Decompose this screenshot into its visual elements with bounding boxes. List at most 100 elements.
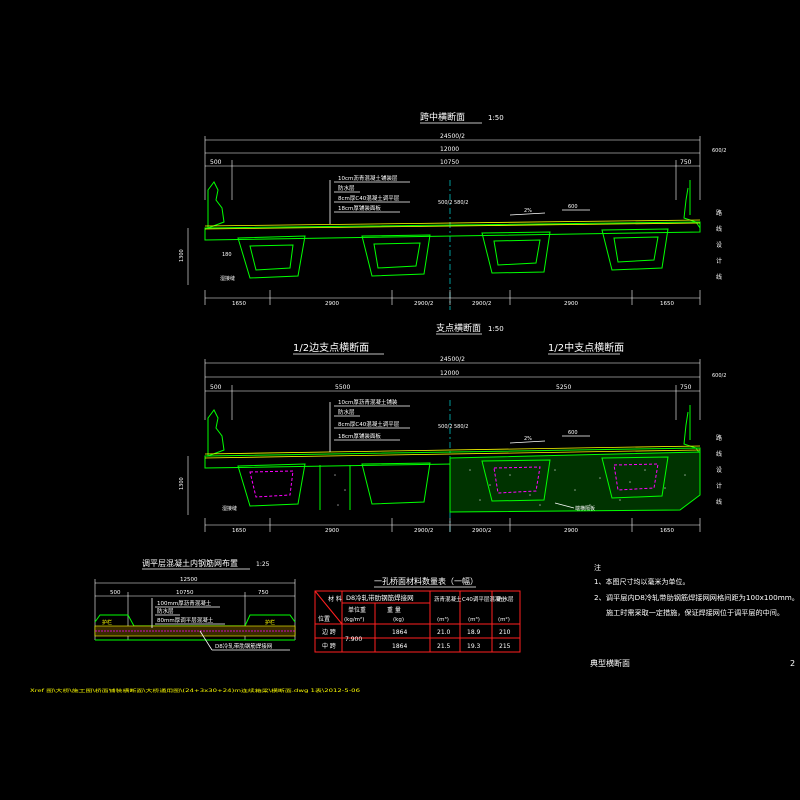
section1-callout-2: 防水层 <box>338 184 355 192</box>
section3-right-dim: 750 <box>258 590 269 596</box>
section1-overall-dim: 12000 <box>440 146 459 153</box>
section3-guard-right: 护栏 <box>265 619 275 626</box>
section3-title: 调平层混凝土内钢筋网布置 <box>142 558 238 568</box>
section1-bottom-dim-1: 1650 <box>232 301 246 307</box>
section1-curb-right-dim: 750 <box>680 159 692 166</box>
table-row1-waterproof: 210 <box>499 629 511 636</box>
section2-left-dim: 5500 <box>335 384 350 391</box>
section1-under-dim: 180 <box>222 252 232 258</box>
notes-item-1: 1、本图尺寸均以毫米为单位。 <box>594 577 689 586</box>
table-col1-header: D8冷轧带肋钢筋焊接网 <box>346 593 414 602</box>
section2-diaphragm-label: 端横隔板 <box>575 505 595 512</box>
table-row1-c40: 18.9 <box>467 629 481 636</box>
table-row2-c40: 19.3 <box>467 643 481 650</box>
section2-right-note-dim: 600/2 <box>712 373 726 379</box>
table-title: 一孔桥面材料数量表（一幅） <box>374 576 478 586</box>
notes-heading: 注 <box>594 563 601 572</box>
table-corner-top: 材 料 <box>328 595 342 603</box>
table-unit-weight: 7.900 <box>345 636 362 643</box>
section2-bottom-dim-1: 1650 <box>232 528 246 534</box>
section2-scale: 1:50 <box>488 325 504 333</box>
section1-cl-offset-dim: 580/2 <box>454 200 468 206</box>
table-row1-weight: 1864 <box>392 629 407 636</box>
section2-bottom-dim-2: 2900 <box>325 528 339 534</box>
table-col1-sub1-unit: (kg/m²) <box>344 616 364 623</box>
section3-callout-2: 防水层 <box>157 607 174 615</box>
section1-right-note-dim: 600/2 <box>712 148 726 154</box>
section2-right-note: 路线设计线 <box>716 434 722 506</box>
section2-sub-left: 1/2边支点横断面 <box>293 341 369 354</box>
table-col4-header: 防水层 <box>497 595 514 603</box>
table-col2-unit: (m³) <box>437 616 449 623</box>
section2-total-dim: 24500/2 <box>440 356 465 363</box>
section3-mid-dim: 10750 <box>176 590 194 596</box>
table-row2-waterproof: 215 <box>499 643 511 650</box>
section2-right-dim: 5250 <box>556 384 571 391</box>
table-col3-unit: (m³) <box>468 616 480 623</box>
table-col1-sub2-unit: (kg) <box>393 617 404 623</box>
section2-height-dim: 1300 <box>179 477 185 490</box>
section2-title: 支点横断面 <box>436 322 481 334</box>
section1-bottom-dim-4: 2900/2 <box>472 301 491 307</box>
section2-center-dim: 500/2 <box>438 424 452 430</box>
material-table: 一孔桥面材料数量表（一幅） 材 料 位置 D8冷轧带肋钢筋焊接网 单位重 (kg… <box>314 576 521 653</box>
table-row1-asphalt: 21.0 <box>437 629 451 636</box>
section1-callout-3: 8cm厚C40混凝土调平层 <box>338 194 400 202</box>
section1-bottom-dim-2: 2900 <box>325 301 339 307</box>
notes-item-3: 施工时需采取一定措施，保证焊接网位于调平层的中间。 <box>606 608 784 617</box>
table-corner-bottom: 位置 <box>318 615 330 623</box>
section1-total-dim: 24500/2 <box>440 133 465 140</box>
table-col1-sub2-label: 重 量 <box>387 606 401 614</box>
section-support: 支点横断面 1:50 1/2边支点横断面 1/2中支点横断面 24500/2 1… <box>179 322 726 535</box>
diaphragm-hatch <box>334 469 686 506</box>
section3-guard-left: 护栏 <box>102 619 112 626</box>
table-col1-sub1-label: 单位重 <box>348 606 366 614</box>
section2-curb-right-dim: 750 <box>680 384 692 391</box>
section2-callout-1: 10cm厚沥青混凝土铺装 <box>338 398 398 406</box>
section-midspan: 跨中横断面 1:50 24500/2 12000 500 10750 750 6… <box>179 111 726 310</box>
section2-bottom-dim-6: 1650 <box>660 528 674 534</box>
section2-wet-joint-label: 湿接缝 <box>222 505 237 512</box>
section2-slope: 2% <box>524 436 532 442</box>
section2-callout-2: 防水层 <box>338 408 355 416</box>
section3-left-dim: 500 <box>110 590 121 596</box>
section1-bottom-dim-3: 2900/2 <box>414 301 433 307</box>
section1-dim-600: 600 <box>568 204 578 210</box>
section3-callout-3: 80mm厚调平层混凝土 <box>157 616 214 624</box>
section2-bottom-dim-3: 2900/2 <box>414 528 433 534</box>
section2-curb-left-dim: 500 <box>210 384 222 391</box>
table-col3-header: C40调平层混凝土 <box>462 595 506 603</box>
section2-sub-right: 1/2中支点横断面 <box>548 341 624 354</box>
file-path: Xref 图\大桥\施工图\桥面铺装横断面\大桥通用图\(24+3x30+24)… <box>30 687 361 694</box>
section3-callout-1: 100mm厚沥青混凝土 <box>157 599 212 607</box>
section1-right-note: 路线设计线 <box>716 209 722 281</box>
table-col4-unit: (m²) <box>498 616 510 623</box>
section2-dim-600: 600 <box>568 430 578 436</box>
section2-overall-dim: 12000 <box>440 370 459 377</box>
section2-callout-3: 8cm厚C40混凝土调平层 <box>338 420 400 428</box>
section1-bottom-dim-6: 1650 <box>660 301 674 307</box>
table-row1-pos: 边 跨 <box>322 628 336 636</box>
table-col2-header: 沥青混凝土 <box>434 595 462 603</box>
section2-cl-offset-dim: 580/2 <box>454 424 468 430</box>
notes: 注 1、本图尺寸均以毫米为单位。 2、调平层内D8冷轧带肋钢筋焊接网网格间距为1… <box>594 563 799 617</box>
section2-bottom-dim-5: 2900 <box>564 528 578 534</box>
table-row2-pos: 中 跨 <box>322 642 336 650</box>
section3-mesh-label: D8冷轧带肋钢筋焊接网 <box>215 642 273 650</box>
section1-bottom-dim-5: 2900 <box>564 301 578 307</box>
title-block: 典型横断面 2 Xref 图\大桥\施工图\桥面铺装横断面\大桥通用图\(24+… <box>30 658 795 694</box>
section1-curb-left-dim: 500 <box>210 159 222 166</box>
section2-bottom-dim-4: 2900/2 <box>472 528 491 534</box>
section3-scale: 1:25 <box>256 561 270 568</box>
sheet-number: 2 <box>790 659 795 668</box>
section1-center-dim: 500/2 <box>438 200 452 206</box>
section-mesh-detail: 调平层混凝土内钢筋网布置 1:25 12500 500 10750 750 护栏… <box>94 558 296 651</box>
section1-height-dim: 1300 <box>179 249 185 262</box>
section3-overall-dim: 12500 <box>180 577 198 583</box>
drawing-name: 典型横断面 <box>590 658 630 668</box>
section1-wet-joint-label: 湿接缝 <box>220 275 235 282</box>
table-row2-weight: 1864 <box>392 643 407 650</box>
notes-item-2: 2、调平层内D8冷轧带肋钢筋焊接网网格间距为100x100mm。 <box>594 593 799 602</box>
section1-callout-4: 18cm厚铺装面板 <box>338 204 381 212</box>
section1-title: 跨中横断面 <box>420 111 465 123</box>
